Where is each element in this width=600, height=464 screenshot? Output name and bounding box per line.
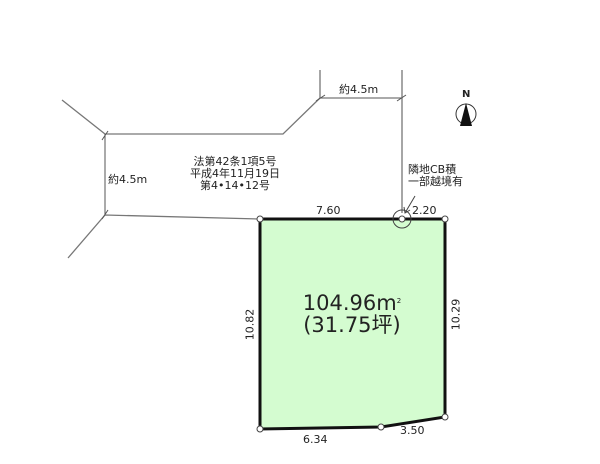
edge-bottom-right: 3.50 (400, 424, 425, 437)
edge-bottom-left: 6.34 (303, 433, 328, 446)
road-note-line3: 第4•14•12号 (200, 179, 270, 192)
area-m2: 104.96m (302, 291, 397, 315)
dimension-lines (101, 94, 407, 220)
lot-polygon (258, 217, 447, 431)
edge-left: 10.82 (243, 308, 257, 341)
edge-top-left: 7.60 (316, 204, 341, 217)
edge-top-right: 2.20 (412, 204, 437, 217)
area-unit-superscript: 2 (396, 297, 402, 305)
road-legal-note: 法第42条1項5号 平成4年11月19日 第4•14•12号 (180, 156, 290, 192)
boundary-marker-circle (392, 209, 412, 229)
compass-label: N (462, 89, 471, 100)
neighbor-encroachment-note: 隣地CB積 一部越境有 (408, 164, 470, 188)
road-width-top: 約4.5m (339, 83, 379, 96)
north-arrow-icon (455, 103, 477, 126)
road-note-line1: 法第42条1項5号 (193, 155, 277, 168)
leader-arrow (403, 195, 416, 214)
neighbor-note-line2: 一部越境有 (408, 175, 463, 188)
corner-points (256, 215, 449, 433)
edge-right: 10.29 (449, 298, 463, 331)
road-note-line2: 平成4年11月19日 (190, 167, 280, 180)
lot-area: 104.96m2 (31.75坪) (262, 292, 442, 336)
area-tsubo: (31.75坪) (303, 313, 401, 337)
road-width-left: 約4.5m (108, 173, 148, 186)
neighbor-note-line1: 隣地CB積 (408, 163, 457, 176)
